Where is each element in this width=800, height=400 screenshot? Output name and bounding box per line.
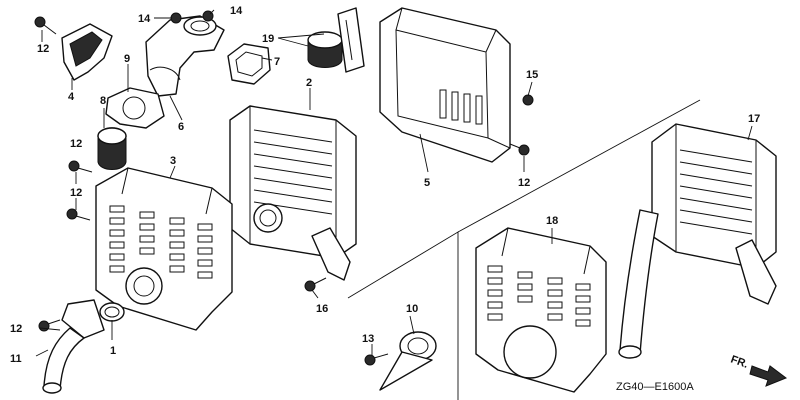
part-18-slots xyxy=(487,265,591,327)
part-17-muffler xyxy=(618,123,777,359)
callouts: 12 4 14 14 9 8 6 7 19 2 5 15 12 12 12 3 … xyxy=(10,5,760,365)
leader-lines xyxy=(35,9,753,357)
callout-11: 11 xyxy=(10,353,22,365)
front-direction-label: FR. xyxy=(729,354,750,371)
bolt-12-left-a xyxy=(68,160,93,173)
callout-12-right: 12 xyxy=(518,177,530,189)
part-4-heat-shield xyxy=(61,23,113,81)
bolt-12-right xyxy=(509,143,530,156)
bolt-16 xyxy=(304,277,327,292)
callout-2: 2 xyxy=(306,77,312,89)
callout-14-right: 14 xyxy=(230,5,243,17)
callout-12-left-a: 12 xyxy=(70,138,82,150)
bolts xyxy=(34,10,534,366)
part-2-ribs xyxy=(253,129,333,215)
callout-18: 18 xyxy=(546,215,558,227)
part-19-gasket-strip xyxy=(337,7,365,73)
nut-15 xyxy=(522,94,534,106)
part-18-muffler-cover xyxy=(475,227,607,393)
part-9-flange-gasket xyxy=(105,87,165,129)
part-3-slots xyxy=(109,205,213,279)
callout-1: 1 xyxy=(110,345,116,357)
part-6-exhaust-elbow xyxy=(145,15,225,97)
callout-12-top: 12 xyxy=(37,43,49,55)
part-19-screen xyxy=(307,31,343,68)
callout-9: 9 xyxy=(124,53,130,65)
part-3-muffler-cover xyxy=(95,167,233,331)
callout-15: 15 xyxy=(526,69,538,81)
callout-10: 10 xyxy=(406,303,418,315)
part-5-muffler-protector xyxy=(379,7,511,163)
part-8-spark-screen xyxy=(97,127,127,170)
callout-17: 17 xyxy=(748,113,760,125)
callout-12-bottom: 12 xyxy=(10,323,22,335)
callout-8: 8 xyxy=(100,95,106,107)
diagram-code: ZG40—E1600A xyxy=(616,381,694,393)
front-arrow-icon xyxy=(749,365,788,387)
callout-3: 3 xyxy=(170,155,176,167)
callout-7: 7 xyxy=(274,56,280,68)
callout-12-left-b: 12 xyxy=(70,187,82,199)
part-7-gasket xyxy=(227,43,271,85)
callout-16: 16 xyxy=(316,303,328,315)
part-2-muffler xyxy=(229,105,357,281)
part-11-tail-pipe xyxy=(42,299,105,394)
bolt-12-left-b xyxy=(66,208,91,221)
inset-divider-right xyxy=(457,99,701,233)
nut-14-left xyxy=(170,12,182,24)
part-1-ring-gasket xyxy=(99,302,125,322)
part-17-ribs xyxy=(679,149,753,235)
callout-19: 19 xyxy=(262,33,274,45)
callout-14-left: 14 xyxy=(138,13,151,25)
part-10-deflector xyxy=(379,331,437,391)
callout-13: 13 xyxy=(362,333,374,345)
bolt-13 xyxy=(364,353,389,366)
callout-5: 5 xyxy=(424,177,430,189)
front-direction-indicator: FR. xyxy=(729,354,788,387)
bolt-12-top xyxy=(34,16,57,35)
callout-4: 4 xyxy=(68,91,75,103)
callout-6: 6 xyxy=(178,121,184,133)
